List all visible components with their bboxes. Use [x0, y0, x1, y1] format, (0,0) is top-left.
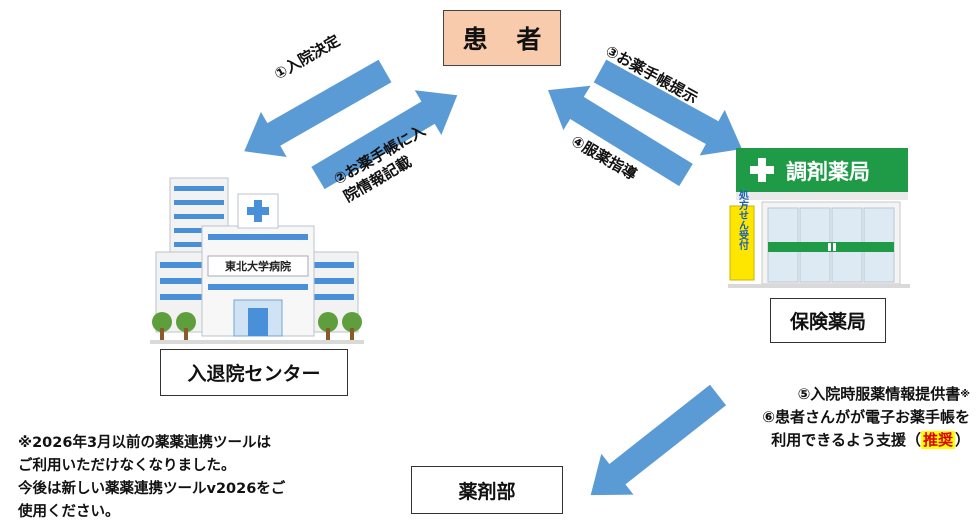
support-line-6b: 利用できるよう支援（推奨）: [771, 431, 970, 449]
tree-icon: [152, 312, 362, 342]
drugstore-sign: 調剤薬局: [786, 160, 870, 184]
notice-line-1: ※2026年3月以前の薬薬連携ツールは: [18, 435, 272, 451]
notice-line-2: ご利用いただけなくなりました。: [18, 458, 236, 474]
support-line-5: ⑤入院時服薬情報提供書※: [797, 385, 970, 403]
notice-line-4: 使用ください。: [18, 504, 120, 520]
hospital-sign: 東北大学病院: [225, 259, 291, 273]
notice-text: ※2026年3月以前の薬薬連携ツールは ご利用いただけなくなりました。 今後は新…: [18, 432, 408, 524]
prescription-sign: 処方せん受付: [737, 189, 750, 251]
notice-line-3: 今後は新しい薬薬連携ツールv2026をご: [18, 481, 286, 497]
pharmacy-department-box: 薬剤部: [411, 466, 563, 514]
arrow-5: [574, 374, 735, 516]
footnote-mark: ※: [960, 389, 970, 400]
recommended-badge: 推奨: [920, 431, 955, 449]
support-line-6a: ⑥患者さんがが電子お薬手帳を: [762, 408, 970, 426]
patient-box: 患 者: [443, 10, 561, 66]
admission-center-box: 入退院センター: [160, 349, 348, 396]
drugstore-illustration: 調剤薬局 処方せん受付: [728, 148, 910, 288]
insurance-pharmacy-box: 保険薬局: [770, 298, 886, 343]
hospital-illustration: 東北大学病院: [150, 177, 364, 344]
support-text: ⑤入院時服薬情報提供書※ ⑥患者さんがが電子お薬手帳を 利用できるよう支援（推奨…: [720, 383, 970, 452]
